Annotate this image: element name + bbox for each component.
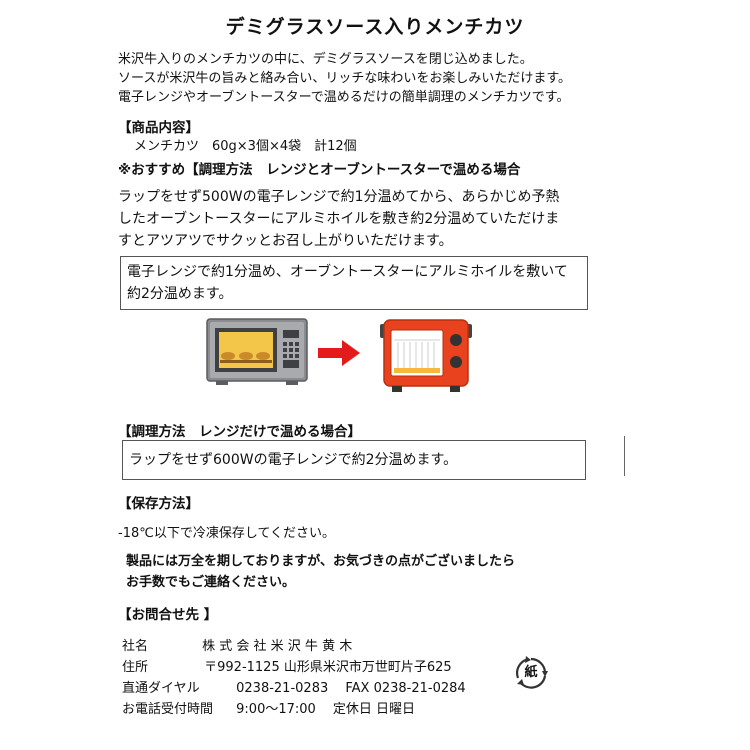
microwave-illustration (206, 318, 308, 385)
microwave-foot (286, 381, 298, 385)
storage-heading: 【保存方法】 (118, 496, 199, 512)
toaster-foot (450, 386, 460, 392)
inquiry-row: 住所 〒992-1125 山形県米沢市万世町片子625 (122, 656, 452, 675)
microwave-display (283, 330, 299, 338)
heater-glow (394, 368, 440, 373)
inquiry-value: 0238-21-0283 FAX 0238-21-0284 (236, 681, 466, 696)
inquiry-value: 株 式 会 社 米 沢 牛 黄 木 (202, 639, 353, 654)
inquiry-row: 社名 株 式 会 社 米 沢 牛 黄 木 (122, 635, 352, 654)
method1-para-line: したオーブントースターにアルミホイルを敷き約2分温めていただけま (118, 211, 560, 227)
inquiry-label: 住所 (122, 660, 149, 675)
intro-line: 電子レンジやオーブントースターで温めるだけの簡単調理のメンチカツです。 (118, 90, 570, 105)
food-item (239, 352, 253, 360)
microwave-tray (220, 360, 272, 363)
method2-box: ラップをせず600Wの電子レンジで約2分温めます。 (122, 440, 586, 480)
notice-text: 製品には万全を期しておりますが、お気づきの点がございましたら お手数でもご連絡く… (126, 551, 515, 593)
intro-line: 米沢牛入りのメンチカツの中に、デミグラスソースを閉じ込めました。 (118, 52, 533, 67)
inquiry-value: 9:00～17:00 定休日 日曜日 (236, 702, 416, 717)
notice-line: お手数でもご連絡ください。 (126, 575, 296, 590)
method1-box-line: 電子レンジで約1分温め、オーブントースターにアルミホイルを敷いて (127, 264, 568, 280)
inquiry-label: 社名 (122, 639, 149, 654)
inquiry-label: お電話受付時間 (122, 702, 214, 717)
intro-text: 米沢牛入りのメンチカツの中に、デミグラスソースを閉じ込めました。 ソースが米沢牛… (118, 50, 571, 107)
toaster-dial (450, 334, 462, 346)
method1-heading: ※おすすめ【調理方法 レンジとオーブントースターで温める場合 (118, 162, 521, 178)
method1-para-line: ラップをせず500Wの電子レンジで約1分温めてから、あらかじめ予熱 (118, 189, 560, 205)
food-item (256, 352, 270, 360)
storage-text: -18℃以下で冷凍保存してください。 (118, 526, 336, 541)
inquiry-row: 直通ダイヤル 0238-21-0283 FAX 0238-21-0284 (122, 677, 466, 696)
inquiry-row: お電話受付時間 9:00～17:00 定休日 日曜日 (122, 698, 415, 717)
method2-heading: 【調理方法 レンジだけで温める場合】 (118, 424, 361, 440)
toaster-foot (392, 386, 402, 392)
arrow-right-icon (318, 340, 360, 366)
microwave-buttons (283, 342, 299, 368)
paper-recycle-mark: 紙 (514, 656, 548, 690)
method2-box-text: ラップをせず600Wの電子レンジで約2分温めます。 (129, 452, 458, 468)
toaster-oven-illustration (380, 319, 472, 392)
contents-text: メンチカツ 60g×3個×4袋 計12個 (134, 139, 357, 154)
page-title: デミグラスソース入りメンチカツ (225, 16, 525, 38)
inquiry-heading: 【お問合せ先 】 (118, 607, 218, 623)
method1-box-line: 約2分温めます。 (127, 286, 233, 302)
microwave-foot (216, 381, 228, 385)
divider (624, 436, 625, 476)
inquiry-label: 直通ダイヤル (122, 681, 200, 696)
toaster-rack (394, 339, 440, 368)
contents-heading: 【商品内容】 (118, 120, 199, 136)
intro-line: ソースが米沢牛の旨みと絡み合い、リッチな味わいをお楽しみいただけます。 (118, 71, 572, 86)
recycle-mark-label: 紙 (524, 665, 538, 680)
recycle-arrows-icon (515, 656, 548, 689)
toaster-dial (450, 356, 462, 368)
method1-paragraph: ラップをせず500Wの電子レンジで約1分温めてから、あらかじめ予熱 したオーブン… (118, 186, 618, 252)
food-item (221, 352, 235, 360)
inquiry-value: 〒992-1125 山形県米沢市万世町片子625 (204, 660, 452, 675)
notice-line: 製品には万全を期しておりますが、お気づきの点がございましたら (126, 554, 515, 569)
method1-box: 電子レンジで約1分温め、オーブントースターにアルミホイルを敷いて 約2分温めます… (120, 256, 588, 310)
method1-box-text: 電子レンジで約1分温め、オーブントースターにアルミホイルを敷いて 約2分温めます… (121, 257, 587, 309)
method1-para-line: すとアツアツでサクッとお召し上がりいただけます。 (118, 233, 453, 249)
